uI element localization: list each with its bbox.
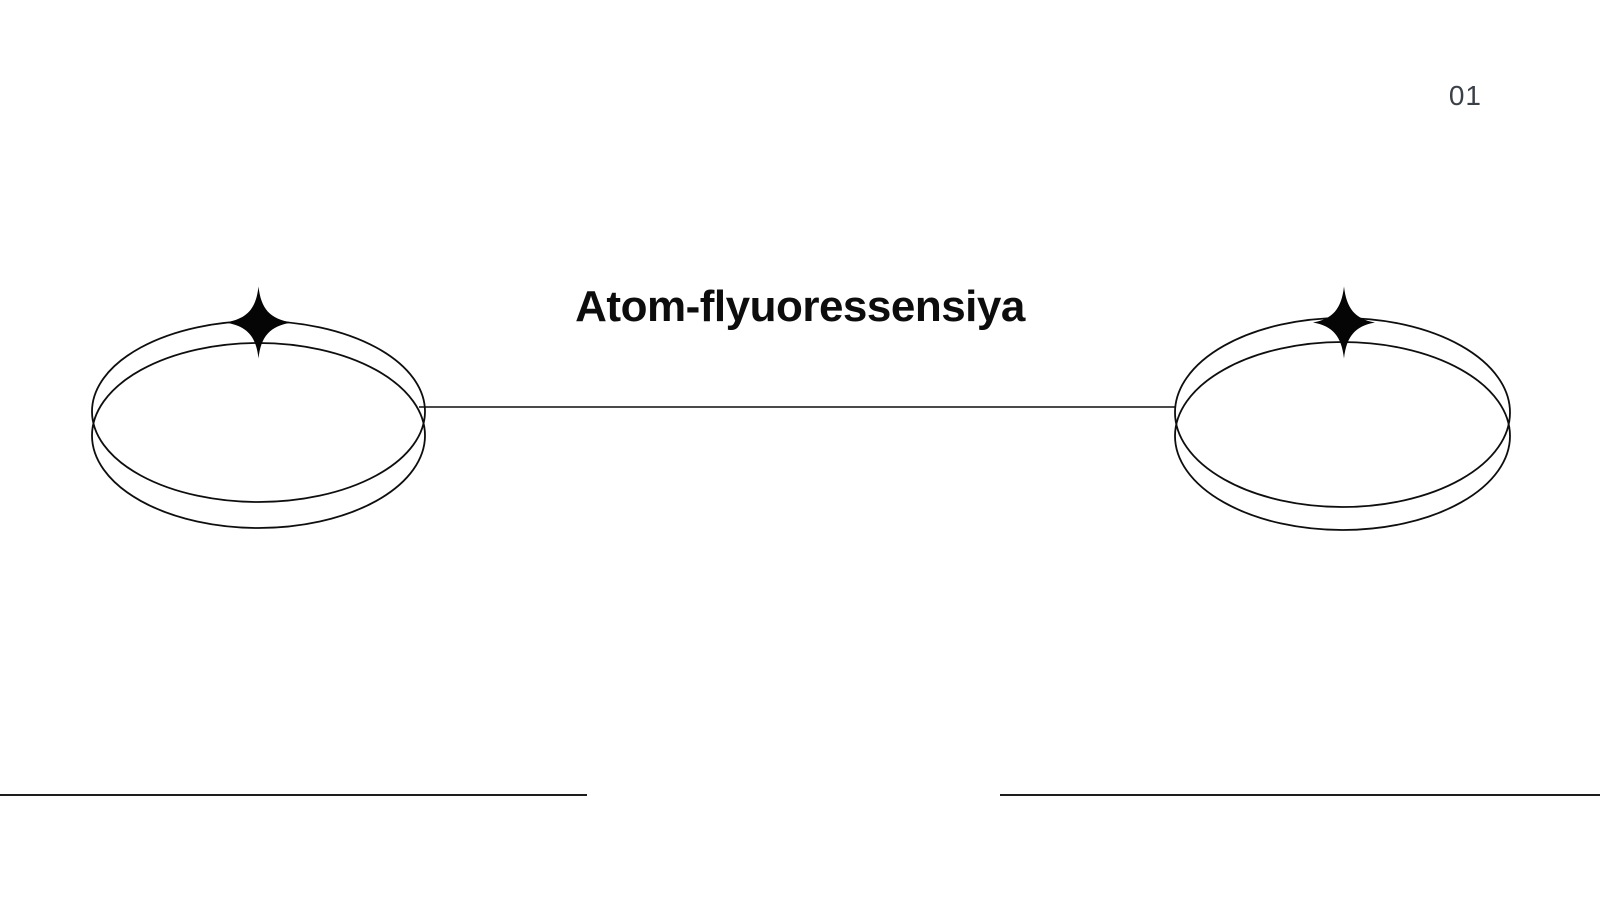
page-title: Atom-flyuoressensiya: [575, 282, 1025, 331]
right-orbit-node: [1174, 286, 1511, 531]
sparkle-star-icon: [225, 286, 292, 359]
sparkle-star-icon: [1313, 286, 1375, 359]
page-number: 01: [1448, 80, 1482, 111]
footer-rule-right: [1000, 794, 1600, 796]
right-orbit-ring-lower: [1174, 341, 1511, 531]
left-orbit-ring-lower: [91, 342, 426, 529]
footer-rule-left: [0, 794, 587, 796]
left-orbit-node: [91, 286, 426, 529]
